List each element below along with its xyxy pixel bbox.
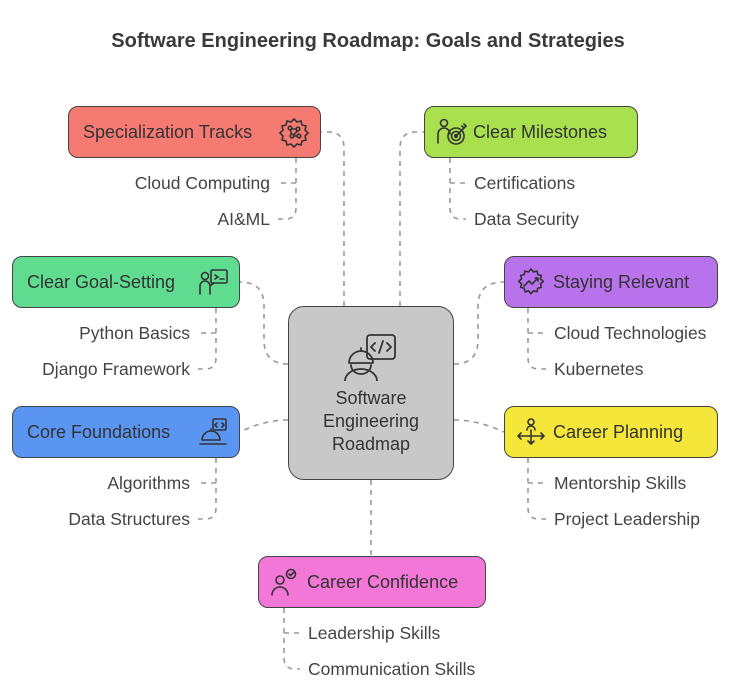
branch-label: Core Foundations: [27, 421, 171, 442]
branch-label: Career Confidence: [307, 571, 459, 592]
item-mentorship-skills: Mentorship Skills: [554, 473, 687, 493]
center-label: Software Engineering Roadmap: [322, 388, 420, 454]
item-project-leadership: Project Leadership: [554, 509, 700, 529]
tree-specialization: [278, 158, 297, 220]
item-data-structures: Data Structures: [68, 509, 190, 529]
item-data-security: Data Security: [474, 209, 580, 229]
item-leadership-skills: Leadership Skills: [308, 623, 441, 643]
item-python-basics: Python Basics: [79, 323, 190, 343]
branch-career-planning: Career Planning: [504, 406, 718, 458]
branch-label: Specialization Tracks: [83, 121, 253, 142]
branch-confidence: Career Confidence: [258, 556, 486, 608]
tree-confidence: [283, 608, 300, 670]
connector-career-planning: [453, 419, 505, 433]
branch-specialization: Specialization Tracks: [68, 106, 321, 158]
target-person-icon: [435, 116, 467, 148]
branch-label: Clear Milestones: [473, 121, 608, 142]
tree-goal-setting: [198, 308, 217, 370]
developer-icon: [341, 329, 401, 381]
item-ai-ml: AI&ML: [217, 209, 270, 229]
connector-goal-setting: [239, 281, 289, 365]
network-icon: [278, 116, 310, 148]
branch-label: Career Planning: [553, 421, 684, 442]
item-django-framework: Django Framework: [42, 359, 190, 379]
item-cloud-technologies: Cloud Technologies: [554, 323, 707, 343]
connector-relevant: [453, 281, 505, 365]
item-cloud-computing: Cloud Computing: [134, 173, 270, 193]
tree-career-planning: [527, 458, 546, 520]
branch-label: Clear Goal-Setting: [27, 271, 176, 292]
connector-milestones: [399, 131, 424, 306]
item-algorithms: Algorithms: [107, 473, 190, 493]
tree-relevant: [527, 308, 546, 370]
item-certifications: Certifications: [474, 173, 576, 193]
confident-person-icon: [269, 566, 301, 598]
branch-label: Staying Relevant: [553, 271, 690, 292]
presenter-icon: [197, 266, 229, 298]
tree-foundations: [198, 458, 217, 520]
coder-icon: [197, 416, 229, 448]
gear-chart-icon: [515, 266, 547, 298]
directions-icon: [515, 416, 547, 448]
branch-goal-setting: Clear Goal-Setting: [12, 256, 240, 308]
tree-milestones: [449, 158, 466, 220]
item-kubernetes: Kubernetes: [554, 359, 644, 379]
branch-foundations: Core Foundations: [12, 406, 240, 458]
center-node: Software Engineering Roadmap: [288, 306, 454, 480]
item-communication-skills: Communication Skills: [308, 659, 476, 679]
branch-milestones: Clear Milestones: [424, 106, 638, 158]
connector-specialization: [320, 131, 345, 306]
branch-relevant: Staying Relevant: [504, 256, 718, 308]
connector-foundations: [239, 419, 289, 433]
diagram-title: Software Engineering Roadmap: Goals and …: [111, 30, 625, 52]
